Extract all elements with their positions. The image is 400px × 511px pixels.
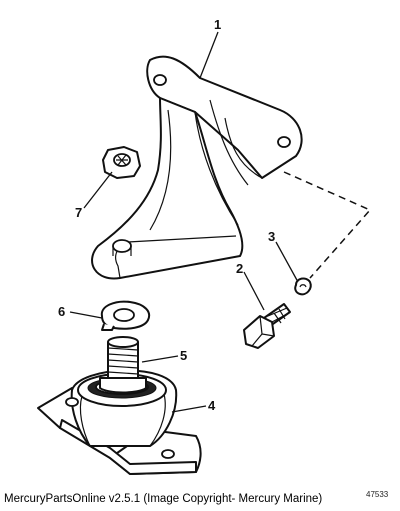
figure-number: 47533 bbox=[366, 490, 389, 499]
callout-2: 2 bbox=[236, 261, 243, 276]
image-copyright-caption: MercuryPartsOnline v2.5.1 (Image Copyrig… bbox=[4, 493, 323, 505]
threaded-stud bbox=[99, 336, 147, 394]
lock-washer bbox=[294, 277, 312, 296]
alignment-dashed-line bbox=[283, 171, 372, 279]
callout-1: 1 bbox=[214, 17, 221, 32]
tab-washer bbox=[100, 300, 150, 331]
leader-lines bbox=[69, 31, 299, 413]
callout-4: 4 bbox=[208, 398, 216, 413]
bolt bbox=[243, 303, 291, 349]
callout-6: 6 bbox=[58, 304, 65, 319]
callout-5: 5 bbox=[180, 348, 187, 363]
mounting-bracket bbox=[91, 55, 303, 280]
callout-7: 7 bbox=[75, 205, 82, 220]
callout-3: 3 bbox=[268, 229, 275, 244]
nut bbox=[102, 146, 141, 179]
